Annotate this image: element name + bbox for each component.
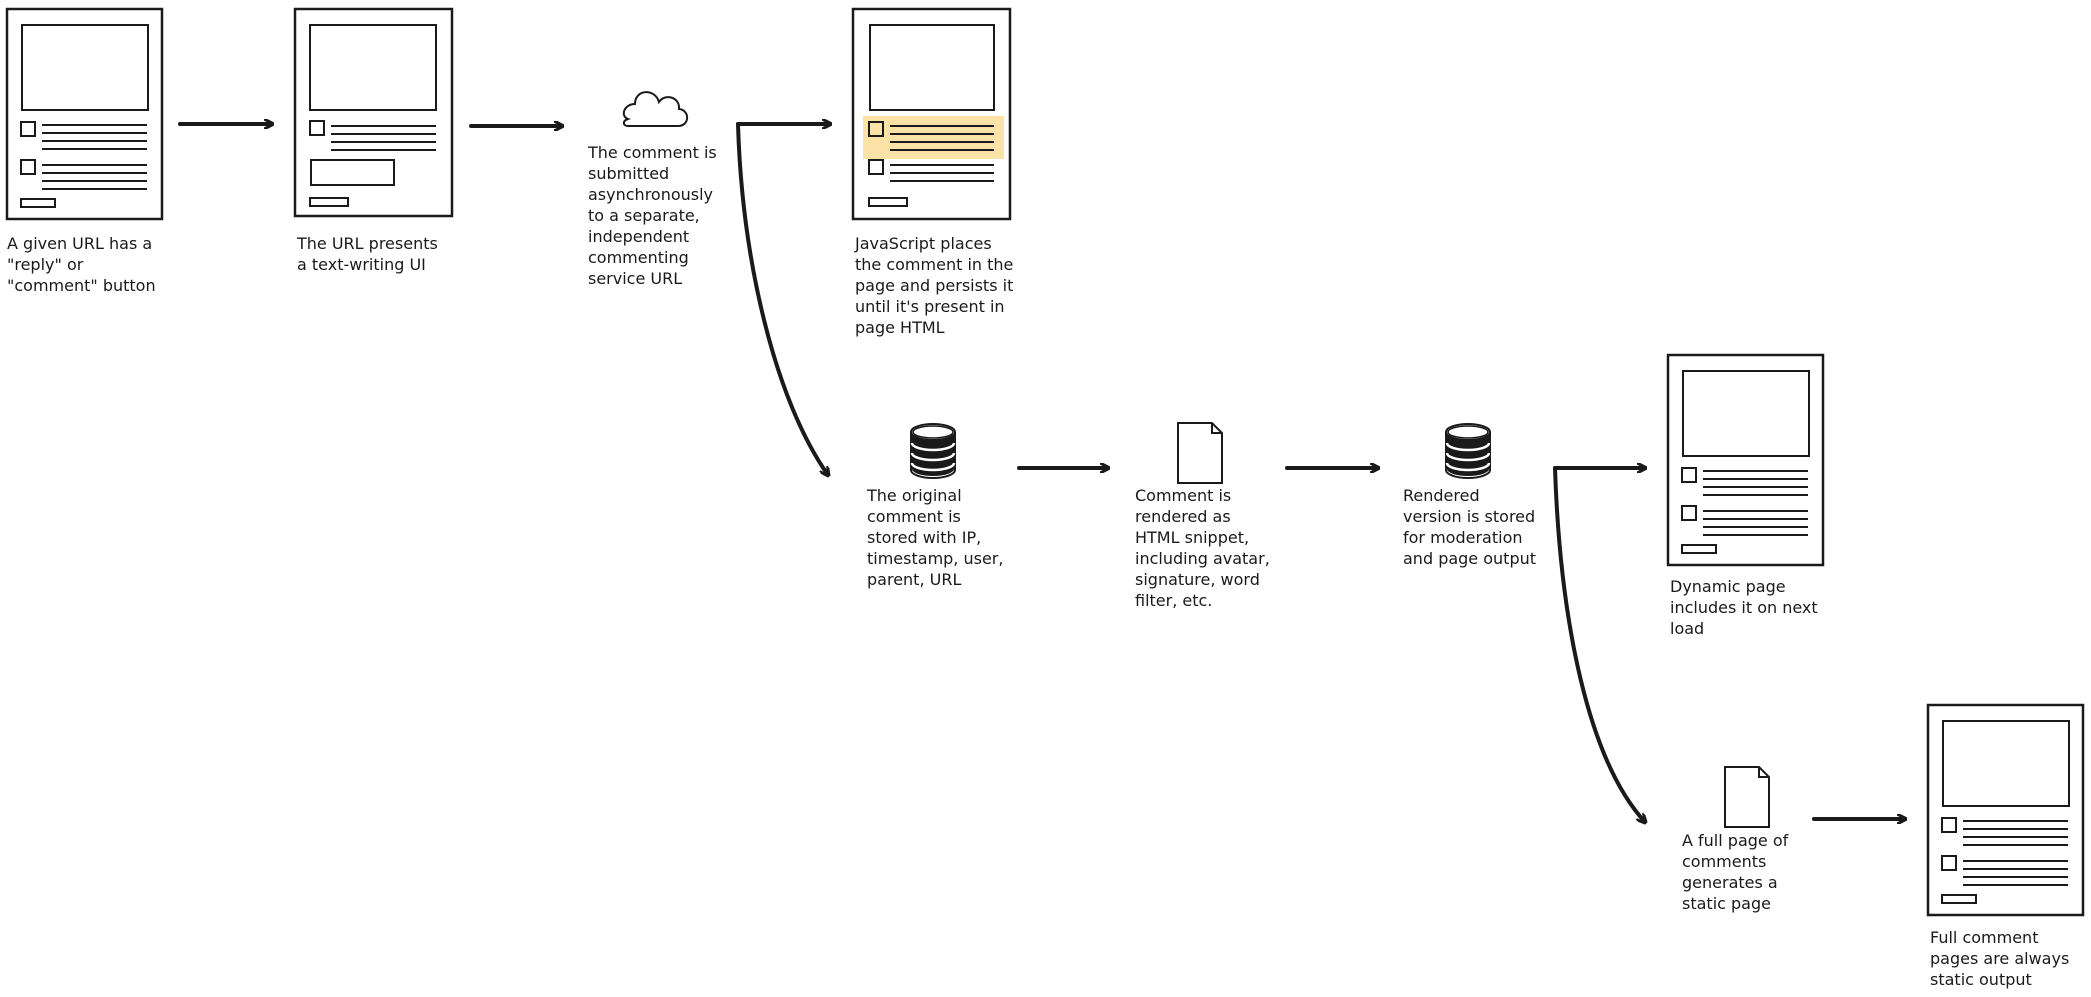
- database-icon: [909, 422, 957, 480]
- database-icon-rendered: [1444, 422, 1492, 480]
- caption-full-page-static: A full page of comments generates a stat…: [1682, 831, 1789, 913]
- highlight-band: [863, 116, 1004, 159]
- dynamic-page-icon: [1666, 353, 1825, 567]
- document-icon-static: [1724, 766, 1770, 828]
- static-page-icon: [1926, 703, 2085, 917]
- caption-rendered-stored: Rendered version is stored for moderatio…: [1403, 486, 1537, 568]
- caption-rendered-snippet: Comment is rendered as HTML snippet, inc…: [1135, 486, 1270, 610]
- page-icon: [5, 7, 164, 221]
- caption-js-places-comment: JavaScript places the comment in the pag…: [855, 234, 1014, 337]
- caption-async-submit: The comment is submitted asynchronously …: [588, 143, 717, 288]
- arrow-submit-to-db: [736, 122, 828, 475]
- caption-original-stored: The original comment is stored with IP, …: [867, 486, 1004, 589]
- document-icon: [1177, 422, 1223, 484]
- caption-dynamic-page: Dynamic page includes it on next load: [1670, 577, 1818, 638]
- text-writing-page-icon: [293, 7, 454, 218]
- arrow-stored-to-full-page: [1553, 466, 1645, 822]
- caption-url-reply-button: A given URL has a "reply" or "comment" b…: [7, 234, 156, 295]
- caption-text-writing-ui: The URL presents a text-writing UI: [297, 234, 438, 274]
- caption-always-static: Full comment pages are always static out…: [1930, 928, 2070, 989]
- cloud-icon: [622, 91, 689, 127]
- highlighted-comment-page-icon: [851, 7, 1012, 221]
